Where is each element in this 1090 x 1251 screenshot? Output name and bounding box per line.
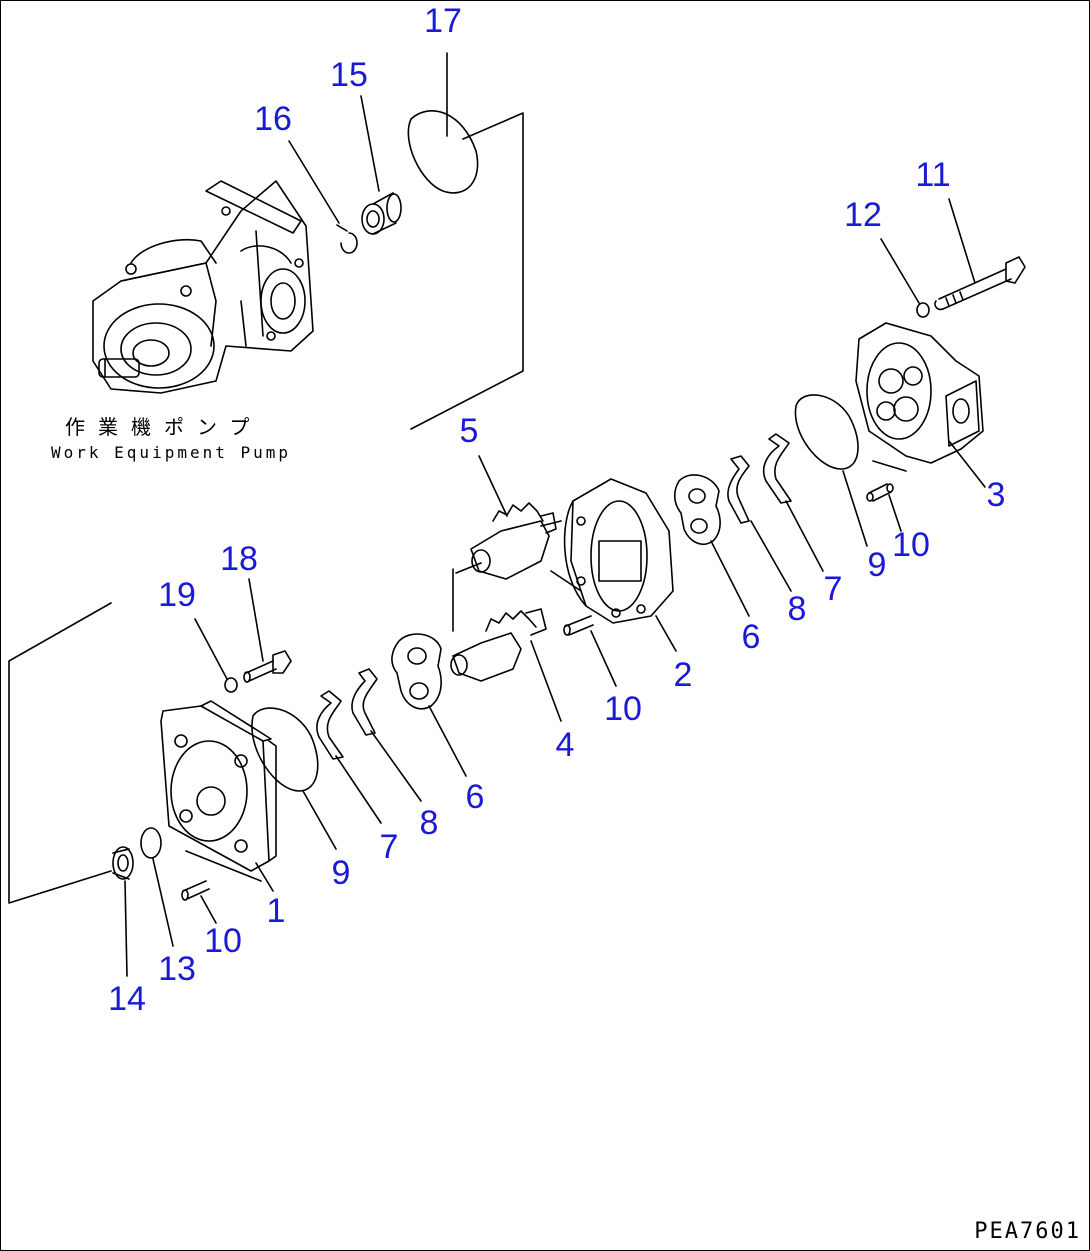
leader-bracket-left: [8, 602, 112, 904]
bushing-6-right: [673, 474, 721, 545]
callout-8-right: 8: [787, 590, 807, 628]
drive-gear-5: [455, 502, 557, 580]
callout-8-left: 8: [419, 804, 439, 842]
callout-5: 5: [459, 412, 479, 450]
callout-6-left: 6: [465, 778, 485, 816]
snap-ring-16: [336, 224, 358, 254]
pump-label-english: Work Equipment Pump: [51, 443, 292, 462]
callout-4: 4: [555, 726, 575, 764]
callout-13: 13: [158, 950, 196, 988]
callout-2: 2: [673, 656, 693, 694]
leader-lines: [124, 52, 986, 977]
driven-gear-4: [450, 608, 547, 682]
callout-9-left: 9: [331, 854, 351, 892]
nut-14: [112, 846, 134, 880]
gear-case-2: [540, 478, 674, 624]
callout-9-right: 9: [867, 546, 887, 584]
gasket-9-right: [794, 394, 859, 470]
backup-ring-8-right: [727, 455, 750, 524]
callout-10-middle: 10: [604, 690, 642, 728]
callout-11: 11: [915, 156, 951, 194]
callout-10-left: 10: [204, 922, 242, 960]
seal-7-left: [316, 690, 344, 760]
callout-7-left: 7: [379, 828, 399, 866]
bolt-11: [934, 256, 1026, 311]
work-equipment-pump: [92, 180, 314, 394]
front-cover-1: [160, 700, 277, 882]
callout-19: 19: [158, 576, 196, 614]
bushing-6-left: [391, 633, 442, 710]
callout-6-right: 6: [741, 618, 761, 656]
gasket-17: [407, 110, 479, 194]
callout-15: 15: [330, 56, 368, 94]
callout-14: 14: [108, 980, 146, 1018]
callout-18: 18: [220, 540, 258, 578]
dowel-pin-10-left: [181, 880, 210, 901]
callout-10-right: 10: [892, 526, 930, 564]
leader-bracket-17: [410, 112, 524, 430]
washer-19: [224, 677, 238, 693]
callout-16: 16: [254, 100, 292, 138]
drawing-code: PEA7601: [974, 1219, 1081, 1244]
seal-7-right: [762, 433, 792, 504]
washer-12: [916, 302, 930, 318]
callout-17: 17: [424, 2, 462, 40]
callout-12: 12: [844, 196, 882, 234]
callout-1: 1: [266, 892, 286, 930]
dowel-pin-10-right: [866, 483, 894, 502]
pump-label-japanese: 作業機ポンプ: [65, 415, 263, 439]
gasket-9-left: [251, 707, 319, 792]
coupling-15: [361, 192, 402, 235]
callout-3: 3: [986, 476, 1006, 514]
callout-7-right: 7: [823, 570, 843, 608]
dowel-pin-10-middle: [563, 615, 594, 636]
bolt-18: [243, 650, 292, 683]
backup-ring-8-left: [351, 668, 378, 736]
seal-13: [140, 827, 162, 859]
rear-housing-3: [855, 322, 984, 472]
